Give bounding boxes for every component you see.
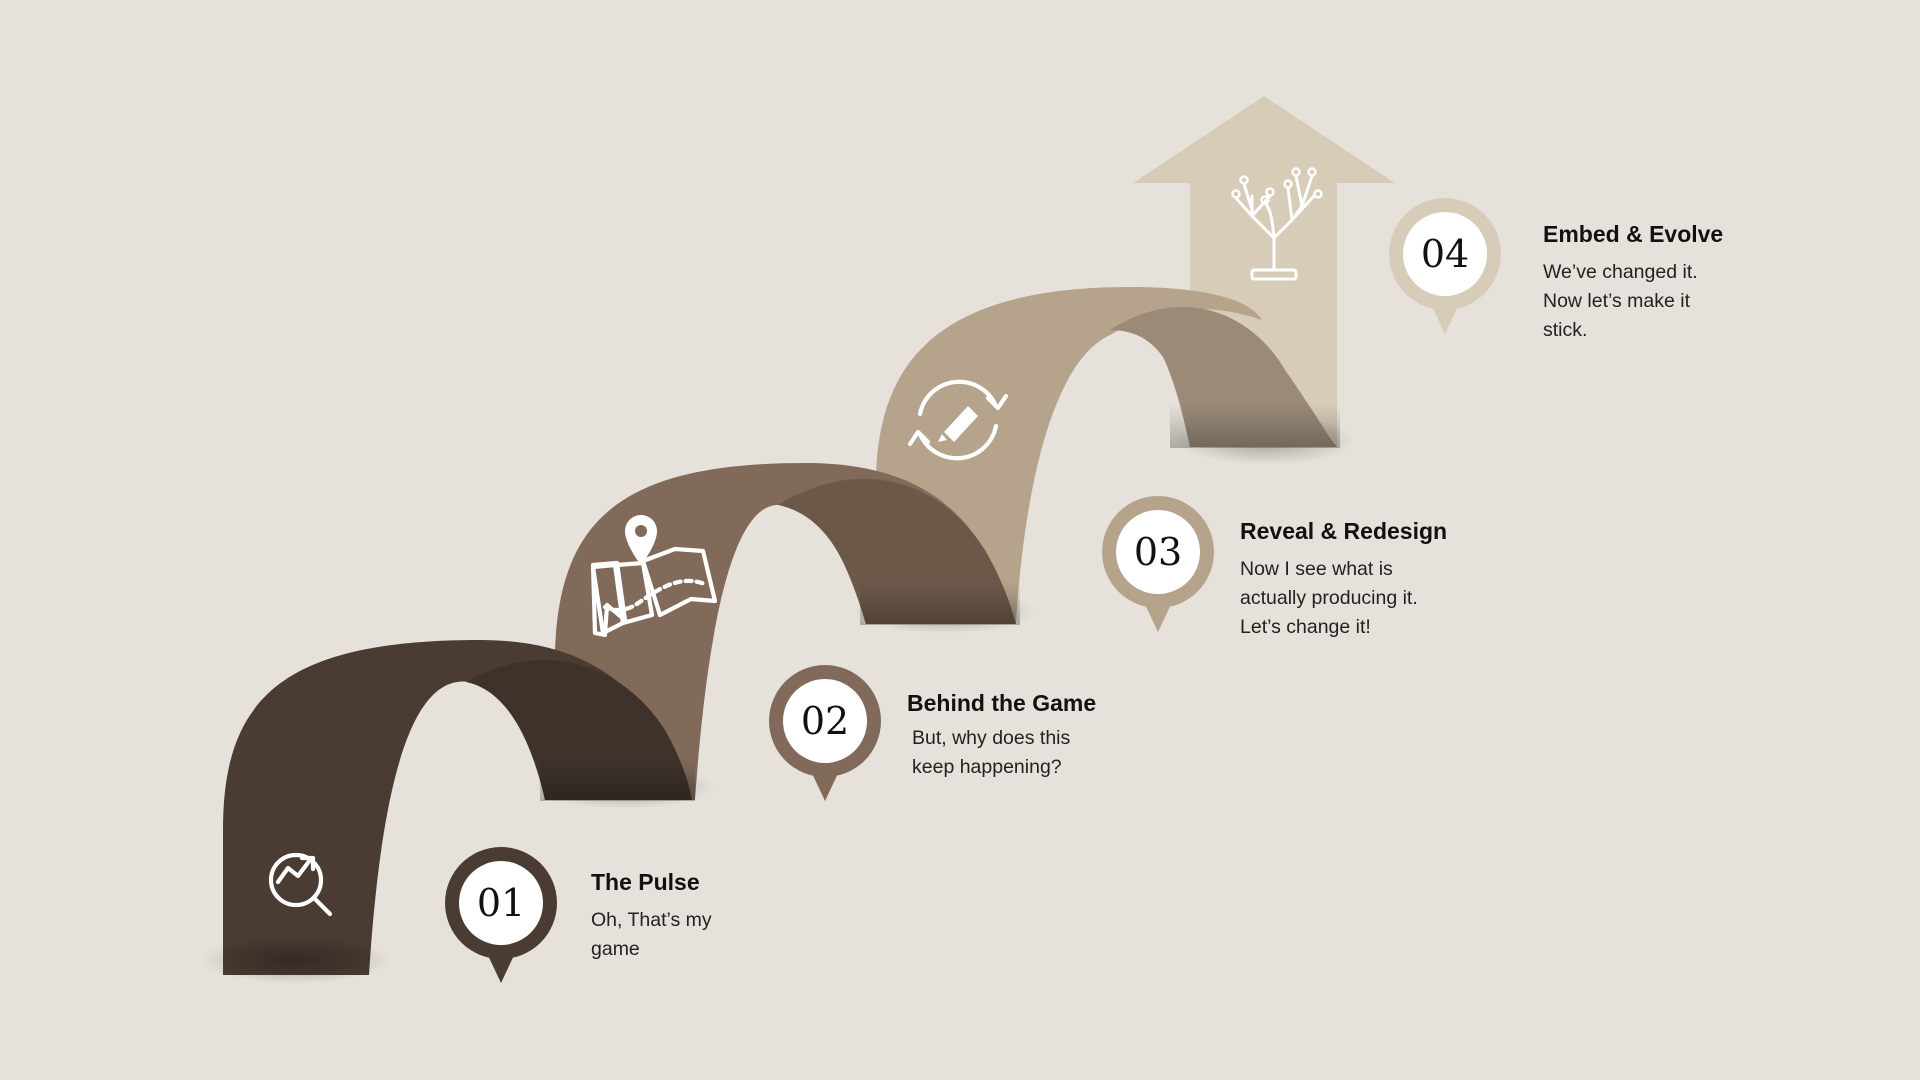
trend-magnifier-icon xyxy=(268,852,333,917)
step-desc-line: game xyxy=(591,938,640,960)
marker-02: 02 xyxy=(769,665,881,801)
marker-04: 04 xyxy=(1389,198,1501,334)
map-pin-icon xyxy=(590,515,718,638)
step-desc-line: keep happening? xyxy=(912,756,1062,778)
arch-2-inner-shade xyxy=(860,480,1020,625)
step-1-text: The Pulse Oh, That’s my game xyxy=(591,869,712,960)
step-desc-line: stick. xyxy=(1543,319,1587,341)
step-desc-line: Oh, That’s my xyxy=(591,909,712,931)
step-title: Behind the Game xyxy=(907,690,1096,716)
step-title: The Pulse xyxy=(591,869,700,895)
marker-01: 01 xyxy=(445,847,557,983)
step-4-text: Embed & Evolve We’ve changed it. Now let… xyxy=(1543,221,1723,341)
branching-tree-icon xyxy=(1231,167,1323,281)
step-2-text: Behind the Game But, why does this keep … xyxy=(907,690,1096,778)
step-desc-line: Now I see what is xyxy=(1240,558,1393,580)
arch-1-inner-shade xyxy=(540,660,695,801)
arch-1-floor-shadow xyxy=(200,936,390,984)
step-1-arch xyxy=(200,640,695,984)
step-desc-line: We’ve changed it. xyxy=(1543,261,1698,283)
step-number: 03 xyxy=(1134,530,1182,574)
step-3-text: Reveal & Redesign Now I see what is actu… xyxy=(1240,518,1447,638)
step-number: 04 xyxy=(1421,232,1469,276)
refresh-edit-icon xyxy=(907,379,1009,461)
step-desc-line: actually producing it. xyxy=(1240,587,1418,609)
step-title: Embed & Evolve xyxy=(1543,221,1723,247)
marker-03: 03 xyxy=(1102,496,1214,632)
step-desc-line: Let’s change it! xyxy=(1240,616,1371,638)
arch-3-inner-shade xyxy=(1170,300,1340,448)
step-number: 02 xyxy=(801,699,849,743)
step-desc-line: Now let’s make it xyxy=(1543,290,1691,312)
step-title: Reveal & Redesign xyxy=(1240,518,1447,544)
step-desc-line: But, why does this xyxy=(912,727,1070,749)
step-number: 01 xyxy=(477,881,525,925)
